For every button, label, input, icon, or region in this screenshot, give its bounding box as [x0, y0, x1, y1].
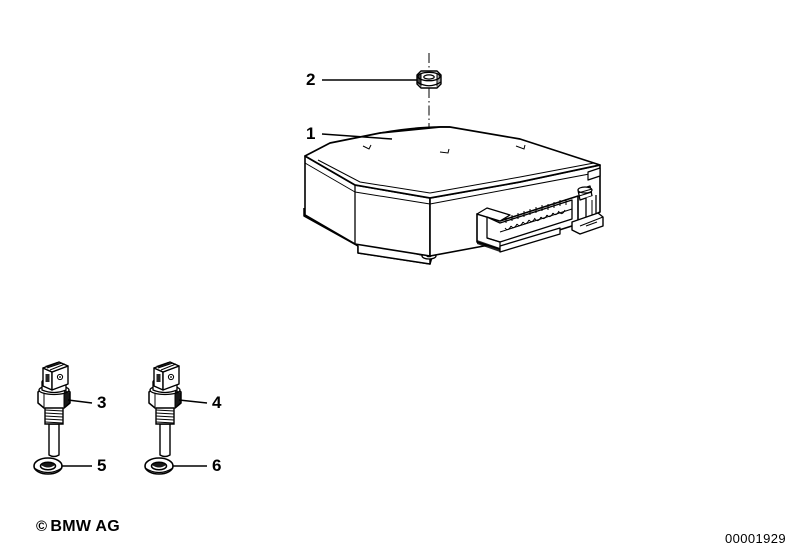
callout-label-5: 5: [97, 456, 107, 475]
leader-line-3: [67, 399, 93, 404]
callout-label-3: 3: [97, 393, 107, 412]
sealing-washer-right-part: [144, 457, 174, 475]
temperature-sensor-right-part: [148, 361, 182, 458]
leader-line-1: [321, 133, 393, 140]
copyright-notice: ©BMW AG: [36, 518, 120, 536]
callout-label-6: 6: [212, 456, 222, 475]
sealing-washer-left-part: [33, 457, 63, 475]
hex-nut-part: [416, 70, 442, 89]
copyright-icon: ©: [36, 518, 48, 535]
callout-label-1: 1: [306, 124, 316, 143]
control-unit-part: [303, 126, 604, 265]
leader-lines: [62, 79, 417, 467]
copyright-text: BMW AG: [50, 518, 120, 535]
diagram-number: 00001929: [724, 531, 786, 546]
callout-label-2: 2: [306, 70, 316, 89]
callout-label-4: 4: [212, 393, 222, 412]
temperature-sensor-left-part: [37, 361, 71, 458]
leader-line-4: [178, 399, 208, 404]
